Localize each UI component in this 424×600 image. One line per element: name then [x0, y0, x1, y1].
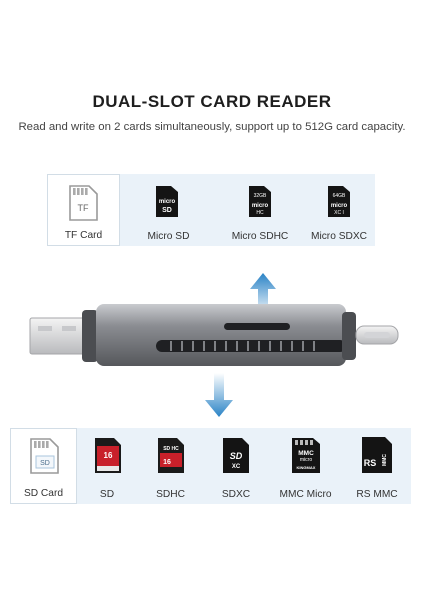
svg-text:RS: RS — [364, 458, 377, 468]
svg-text:TF: TF — [78, 203, 89, 213]
sdxc-card-icon: SD XC — [222, 437, 250, 479]
rs-mmc-card-icon: RS MMC — [361, 436, 393, 479]
svg-text:16: 16 — [104, 451, 113, 460]
svg-text:SD: SD — [230, 451, 243, 461]
svg-text:64GB: 64GB — [333, 193, 346, 199]
card-type-sdhc: 16 SD HC SDHC — [137, 428, 204, 504]
card-type-label: SD — [99, 489, 115, 500]
micro-sdhc-icon: 32GB micro HC — [248, 185, 272, 223]
arrow-down-icon — [204, 372, 234, 423]
svg-text:SD: SD — [40, 460, 50, 467]
page-subtitle: Read and write on 2 cards simultaneously… — [18, 121, 406, 133]
sd-card-outline-icon: SD — [28, 437, 60, 480]
card-type-label: MMC Micro — [279, 489, 332, 500]
card-type-label: SDHC — [156, 489, 185, 500]
card-type-micro-sd: micro SD Micro SD — [120, 174, 217, 246]
svg-text:32GB: 32GB — [254, 193, 267, 199]
card-type-sdxc: SD XC SDXC — [204, 428, 268, 504]
micro-card-panel: micro SD Micro SD 32GB micro HC Micro SD… — [120, 174, 375, 246]
card-type-micro-sdhc: 32GB micro HC Micro SDHC — [217, 174, 303, 246]
svg-text:micro: micro — [159, 199, 176, 205]
svg-text:micro: micro — [252, 203, 269, 209]
card-type-label: TF Card — [64, 230, 103, 241]
card-reader-device — [24, 300, 404, 377]
card-type-label: Micro SDHC — [231, 231, 289, 242]
card-type-tf: TF TF Card — [47, 174, 120, 246]
sd-card-red-icon: 16 — [94, 437, 122, 479]
svg-text:SD: SD — [162, 207, 172, 214]
micro-sd-icon: micro SD — [155, 185, 179, 223]
card-type-mmc-micro: MMC micro KINGMAX MMC Micro — [268, 428, 343, 504]
svg-text:XC: XC — [232, 464, 241, 470]
card-type-rs-mmc: RS MMC RS MMC — [343, 428, 411, 504]
svg-text:XC I: XC I — [334, 210, 344, 216]
svg-text:micro: micro — [300, 457, 312, 463]
card-type-label: RS MMC — [356, 489, 398, 500]
micro-sdxc-icon: 64GB micro XC I — [327, 185, 351, 223]
svg-text:micro: micro — [331, 203, 348, 209]
svg-text:HC: HC — [256, 210, 264, 216]
page-title: DUAL-SLOT CARD READER — [92, 92, 332, 111]
sdhc-card-red-icon: 16 SD HC — [157, 437, 185, 479]
svg-text:16: 16 — [163, 459, 171, 466]
arrow-up-icon — [249, 272, 277, 323]
card-type-label: SD Card — [23, 488, 64, 499]
card-type-micro-sdxc: 64GB micro XC I Micro SDXC — [303, 174, 375, 246]
sd-card-panel: 16 SD 16 SD HC SDHC SD — [77, 428, 411, 504]
tf-card-outline-icon: TF — [67, 184, 99, 227]
card-type-label: Micro SD — [147, 231, 190, 242]
sd-card-row: SD SD Card 16 SD 16 SD H — [10, 428, 411, 504]
svg-text:MMC: MMC — [382, 454, 388, 466]
card-type-label: Micro SDXC — [310, 231, 368, 242]
svg-text:SD HC: SD HC — [163, 446, 179, 452]
svg-text:MMC: MMC — [298, 450, 314, 457]
card-type-label: SDXC — [221, 489, 251, 500]
card-type-sd: 16 SD — [77, 428, 137, 504]
mmc-micro-card-icon: MMC micro KINGMAX — [291, 437, 321, 479]
card-type-sd-card: SD SD Card — [10, 428, 77, 504]
micro-card-row: TF TF Card micro SD Micro SD 32GB micro — [47, 174, 375, 246]
svg-text:KINGMAX: KINGMAX — [297, 465, 316, 470]
